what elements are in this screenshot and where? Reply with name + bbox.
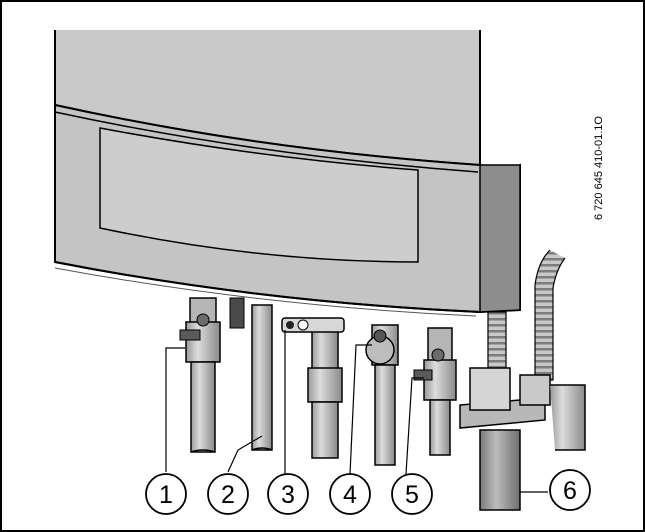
pipe-2 [229,297,273,451]
callout-4-number: 4 [343,481,357,509]
leader-line-1 [165,347,185,472]
callout-5: 5 [391,473,433,515]
pipe-3 [307,319,343,459]
callout-6-number: 6 [563,477,577,505]
siphon-6 [459,367,586,511]
valve-4 [365,329,395,365]
callout-2-number: 2 [221,481,235,509]
callout-1-number: 1 [159,481,173,509]
pipe-1 [185,297,221,453]
callout-3-number: 3 [281,481,295,509]
front-panel [99,127,419,263]
valve-5 [413,348,445,381]
valve-1 [179,313,210,341]
callout-6: 6 [549,469,591,511]
document-id: 6 720 645 410-01.1O [593,116,605,220]
leader-line-4 [349,344,372,475]
leader-line-2 [227,435,263,473]
callout-4: 4 [329,473,371,515]
callout-3: 3 [267,473,309,515]
callout-1: 1 [145,473,187,515]
leader-line-5 [405,377,424,475]
callout-5-number: 5 [405,481,419,509]
callout-2: 2 [207,473,249,515]
valve-3 [281,317,345,333]
